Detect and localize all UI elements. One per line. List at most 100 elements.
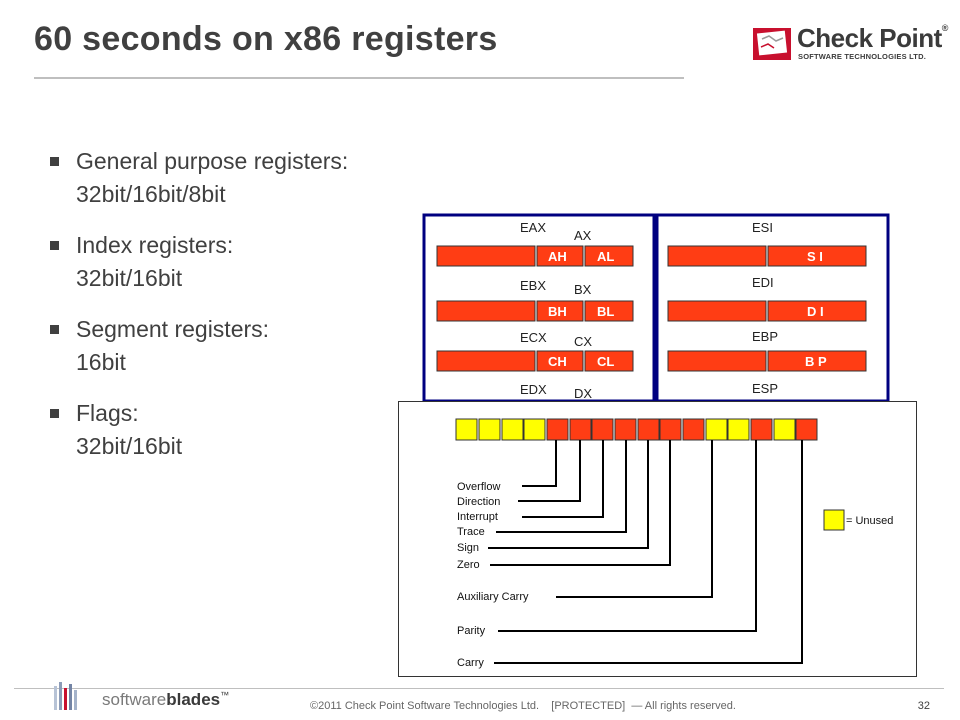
unused-flag-cell — [455, 418, 478, 441]
carry-flag-cell — [795, 418, 818, 441]
bullet-list: General purpose registers: 32bit/16bit/8… — [48, 145, 428, 481]
interrupt-connector — [522, 440, 604, 518]
flag-bit-cell — [546, 418, 569, 441]
title-divider — [34, 77, 684, 79]
si-label: S I — [807, 249, 823, 264]
bh-label: BH — [548, 304, 567, 319]
bullet-square-icon — [50, 241, 59, 250]
check-point-logo: Check Point® SOFTWARE TECHNOLOGIES LTD. — [752, 23, 948, 65]
al-register-bar — [584, 245, 634, 267]
carry-connector — [494, 440, 803, 664]
software-blades-bars-icon — [54, 682, 77, 710]
overflow-label: Overflow — [457, 481, 500, 493]
ebp-register-bar — [667, 350, 767, 372]
unused-legend-swatch — [823, 509, 845, 531]
ebx-label: EBX — [520, 278, 546, 293]
dx-label: DX — [574, 386, 592, 401]
bullet-segment-registers: Segment registers: 16bit — [48, 313, 428, 379]
di-label: D I — [807, 304, 824, 319]
bh-register-bar — [536, 300, 584, 322]
ecx-label: ECX — [520, 330, 547, 345]
bullet-text: General purpose registers: — [76, 148, 349, 174]
ch-label: CH — [548, 354, 567, 369]
wordmark-trademark: ™ — [220, 690, 230, 700]
trace-connector — [496, 440, 627, 533]
edi-register-bar — [667, 300, 767, 322]
slide-title: 60 seconds on x86 registers — [34, 20, 498, 58]
parity-connector — [498, 440, 757, 632]
ebp-label: EBP — [752, 329, 778, 344]
overflow-flag-cell — [569, 418, 592, 441]
unused-flag-cell — [705, 418, 728, 441]
brand-name: Check Point® — [797, 23, 948, 54]
eax-label: EAX — [520, 220, 546, 235]
bullet-text: Flags: — [76, 400, 139, 426]
parity-label: Parity — [457, 625, 486, 637]
carry-label: Carry — [457, 657, 484, 669]
software-blades-wordmark: softwareblades™ — [102, 690, 229, 710]
auxiliary-carry-connector — [556, 440, 713, 598]
zero-connector — [490, 440, 671, 566]
brand-name-text: Check Point — [797, 23, 942, 53]
direction-connector — [518, 440, 581, 502]
trace-label: Trace — [457, 526, 485, 538]
unused-flag-cell — [501, 418, 524, 441]
esi-label: ESI — [752, 220, 773, 235]
interrupt-label: Interrupt — [457, 511, 498, 523]
direction-label: Direction — [457, 496, 500, 508]
eax-register-bar — [436, 245, 536, 267]
edi-label: EDI — [752, 275, 774, 290]
bp-register-bar — [767, 350, 867, 372]
bullet-square-icon — [50, 325, 59, 334]
unused-flag-cell — [523, 418, 546, 441]
flags-diagram: Overflow Direction Interrupt Trace Sign … — [398, 401, 917, 677]
wordmark-blades: blades — [166, 690, 221, 709]
al-label: AL — [597, 249, 614, 264]
bp-label: B P — [805, 354, 827, 369]
ah-register-bar — [536, 245, 584, 267]
ch-register-bar — [536, 350, 584, 372]
brand-tagline: SOFTWARE TECHNOLOGIES LTD. — [798, 52, 926, 61]
si-register-bar — [767, 245, 867, 267]
unused-flag-cell — [773, 418, 796, 441]
bullet-square-icon — [50, 157, 59, 166]
ax-label: AX — [574, 228, 592, 243]
ebx-register-bar — [436, 300, 536, 322]
overflow-connector — [522, 440, 557, 487]
zero-label: Zero — [457, 559, 480, 571]
sign-label: Sign — [457, 542, 479, 554]
bullet-general-registers: General purpose registers: 32bit/16bit/8… — [48, 145, 428, 211]
software-blades-logo: softwareblades™ — [50, 680, 240, 714]
ecx-register-bar — [436, 350, 536, 372]
bl-label: BL — [597, 304, 614, 319]
di-register-bar — [767, 300, 867, 322]
cl-register-bar — [584, 350, 634, 372]
footer-copyright: ©2011 Check Point Software Technologies … — [310, 700, 736, 712]
bullet-subtext: 32bit/16bit — [76, 265, 183, 291]
ah-label: AH — [548, 249, 567, 264]
bullet-text: Segment registers: — [76, 316, 270, 342]
unused-flag-cell — [478, 418, 501, 441]
bullet-flags: Flags: 32bit/16bit — [48, 397, 428, 463]
bl-register-bar — [584, 300, 634, 322]
bullet-square-icon — [50, 409, 59, 418]
brand-registered-mark: ® — [941, 23, 949, 33]
unused-flag-cell — [727, 418, 750, 441]
register-diagram: EAX AX AH AL EBX BX BH BL ECX CX CH CL E… — [422, 213, 890, 403]
auxiliary-carry-label: Auxiliary Carry — [457, 591, 529, 603]
interrupt-flag-cell — [614, 418, 637, 441]
bullet-subtext: 32bit/16bit — [76, 433, 183, 459]
check-point-emblem-icon — [753, 28, 791, 60]
edx-label: EDX — [520, 382, 547, 397]
bx-label: BX — [574, 282, 592, 297]
page-number: 32 — [917, 700, 930, 712]
trace-flag-cell — [637, 418, 660, 441]
esp-label: ESP — [752, 381, 778, 396]
unused-legend-label: = Unused — [846, 515, 893, 527]
sign-connector — [488, 440, 649, 549]
esi-register-bar — [667, 245, 767, 267]
direction-flag-cell — [591, 418, 614, 441]
sign-flag-cell — [659, 418, 682, 441]
wordmark-software: software — [102, 690, 167, 709]
bullet-index-registers: Index registers: 32bit/16bit — [48, 229, 428, 295]
